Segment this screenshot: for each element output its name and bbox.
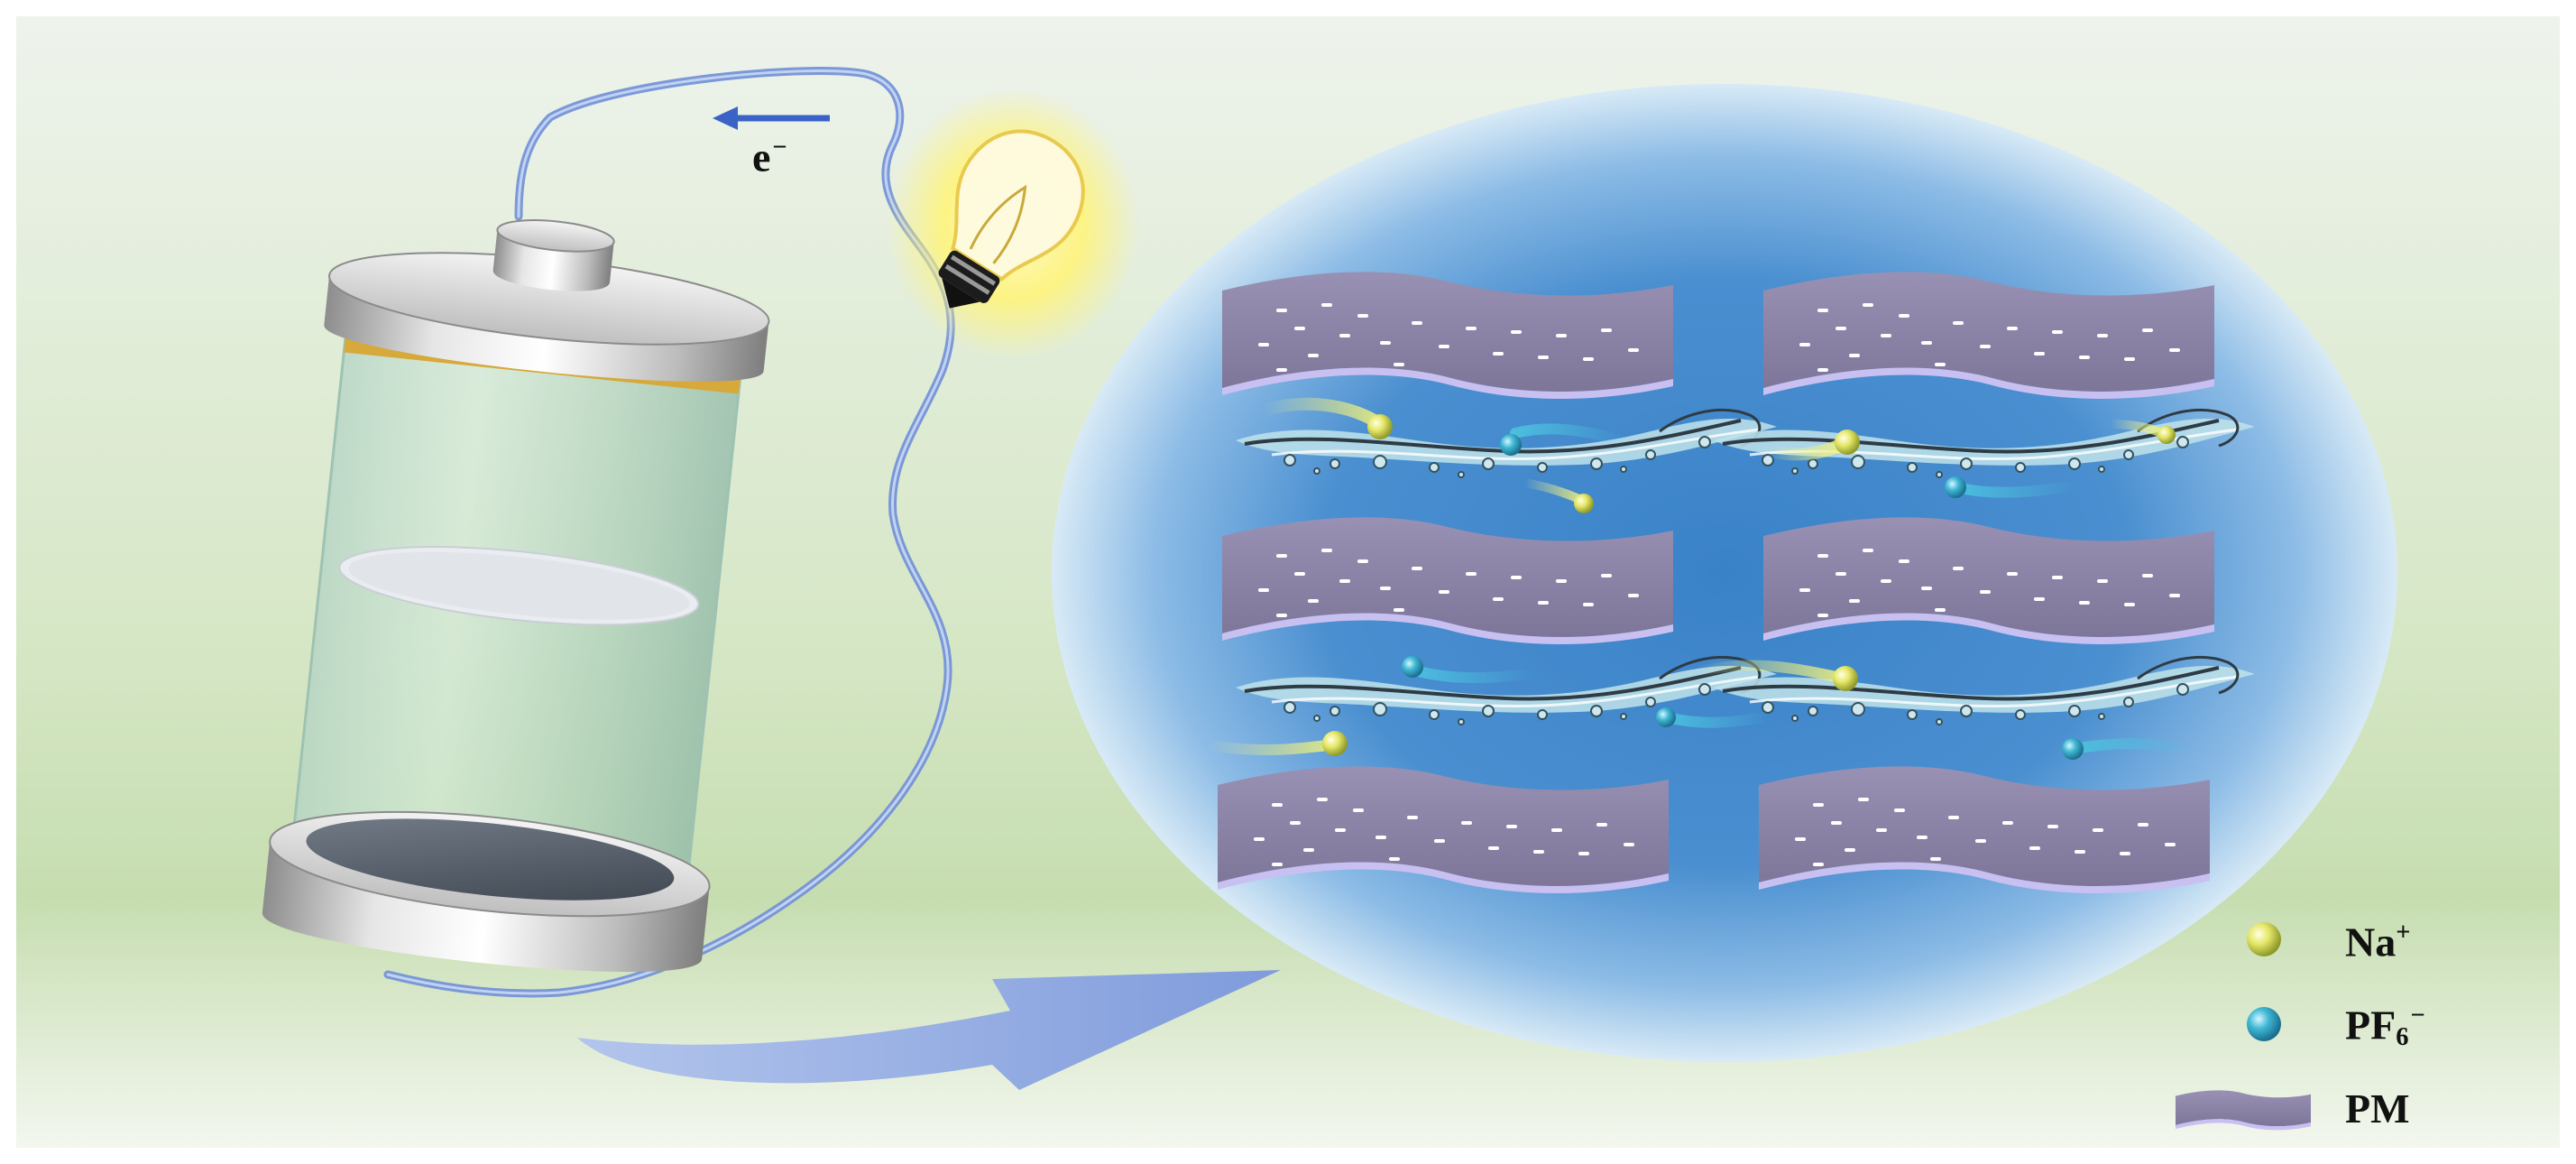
pf6-ions: [1402, 434, 2084, 760]
light-bulb-icon: [887, 88, 1139, 359]
electron-label: e−: [752, 134, 787, 180]
pf6-ion: [1656, 707, 1676, 727]
pf6-ion: [1402, 656, 1423, 678]
pf6-ion: [1945, 476, 1966, 498]
na-ion: [1367, 414, 1393, 439]
legend-pm-label: PM: [2345, 1085, 2410, 1132]
flow-arrow: [577, 970, 1281, 1090]
na-ion: [1835, 430, 1860, 455]
pf6-ion: [2062, 738, 2084, 760]
sodium-ion-sphere-icon: [2247, 922, 2281, 956]
legend-na-label: Na+: [2345, 919, 2411, 965]
na-ion: [2157, 426, 2176, 444]
legend-pf6-label: PF6−: [2345, 1002, 2425, 1051]
na-ion: [1833, 666, 1858, 691]
legend: [2176, 922, 2311, 1131]
battery-cell-icon: [262, 219, 770, 973]
na-ion: [1322, 731, 1348, 756]
pf6-ion: [1500, 434, 1522, 456]
na-ion: [1574, 494, 1594, 513]
electron-flow-arrow: [713, 106, 830, 130]
hexafluorophosphate-ion-sphere-icon: [2247, 1007, 2281, 1041]
polymer-membrane-sheet-icon: [2176, 1090, 2311, 1131]
na-ions: [1322, 414, 2176, 756]
